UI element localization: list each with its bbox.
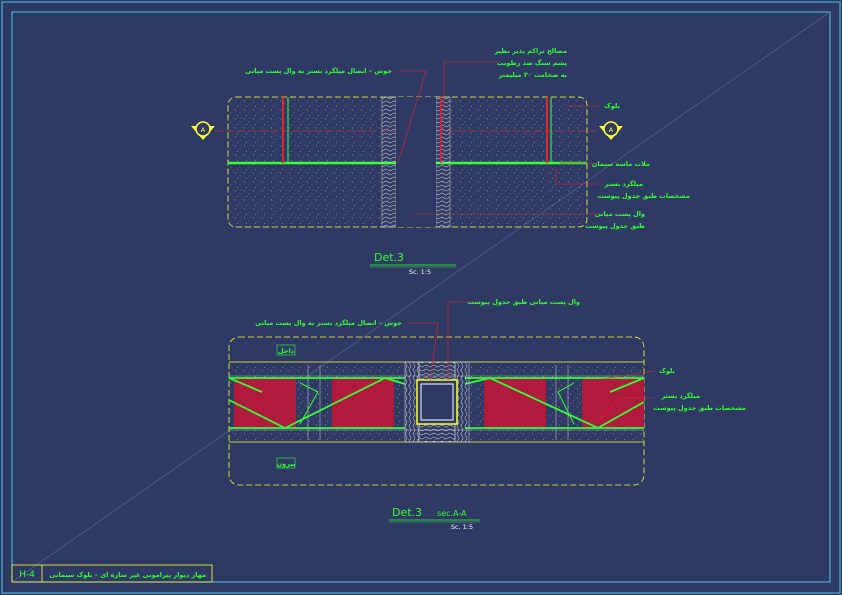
section-subtitle: sec.A-A	[437, 509, 467, 518]
detail-section: داخل بیرون وال پست میانی طبق جدول پیوست …	[228, 298, 746, 531]
outside-tag: بیرون	[277, 460, 296, 468]
label-section-wallpost: وال پست میانی طبق جدول پیوست	[468, 298, 581, 306]
title-block: H-4 مهار دیوار پیرامونی غیر سازه ای – بل…	[11, 564, 213, 583]
label-plan-rebar-1: میلگرد بستر	[603, 180, 643, 188]
section-tie-left	[299, 382, 319, 425]
plan-wool-left	[381, 96, 397, 228]
section-marker-right[interactable]: A	[599, 121, 623, 140]
label-plan-mortar: ملات ماسه سیمان	[592, 160, 650, 168]
section-marker-right-label: A	[609, 126, 614, 134]
leader-plan-joint	[397, 70, 427, 164]
section-truss-left	[228, 377, 406, 430]
section-truss-left-2	[228, 377, 263, 393]
inside-tag: داخل	[278, 347, 295, 355]
label-plan-sealant-2: پشم سنگ ضد رطوبت	[497, 59, 567, 67]
sheet-title: مهار دیوار پیرامونی غیر سازه ای – بلوک س…	[49, 571, 206, 579]
section-scale: Sc. 1:5	[451, 523, 473, 531]
label-plan-block: بلوک	[604, 102, 620, 110]
plan-scale: Sc. 1:5	[409, 268, 431, 276]
leader-section-rebar	[599, 397, 654, 421]
label-section-joint: جوش – اتصال میلگرد بستر به وال پست میانی	[255, 319, 402, 327]
leader-plan-sealant	[443, 61, 498, 110]
section-marker-left-label: A	[201, 126, 206, 134]
label-plan-joint: جوش – اتصال میلگرد بستر به وال پست میانی	[245, 67, 392, 75]
label-plan-rebar-2: مشخصات طبق جدول پیوست	[597, 192, 690, 200]
label-plan-wallpost-1: وال پست میانی	[594, 210, 645, 218]
section-block-1	[234, 378, 296, 428]
title-block-frame	[11, 564, 213, 583]
detail-plan: A A جوش – اتصال میلگرد بستر به وال پست م…	[191, 47, 690, 276]
section-wallpost-outer	[416, 379, 458, 425]
plan-title: Det.3	[374, 251, 404, 264]
label-plan-sealant-3: به ضخامت ۲۰ میلیمتر	[498, 71, 567, 79]
section-wool-bottom	[418, 421, 456, 443]
outside-tag-box	[276, 457, 296, 469]
leader-section-block	[603, 370, 655, 380]
label-section-rebar-2: مشخصات طبق جدول پیوست	[653, 404, 746, 412]
inner-frame	[11, 11, 831, 583]
plan-joint-gap	[396, 97, 436, 227]
section-block-3	[484, 378, 546, 428]
label-section-rebar-1: میلگرد بستر	[660, 392, 700, 400]
section-block-2	[332, 378, 394, 428]
plan-wool-right	[435, 96, 451, 228]
section-wallpost-inner	[420, 383, 454, 421]
section-marker-left[interactable]: A	[191, 121, 215, 140]
leader-section-joint	[408, 322, 439, 383]
section-truss-right-2	[609, 377, 645, 393]
inside-tag-box	[276, 344, 296, 356]
section-title: Det.3	[392, 506, 422, 519]
section-tie-right	[557, 382, 575, 425]
label-plan-wallpost-2: طبق جدول پیوست	[585, 222, 645, 230]
leader-section-wallpost	[447, 301, 478, 382]
sheet-code: H-4	[19, 570, 35, 580]
section-truss-right	[464, 377, 645, 430]
label-plan-sealant-1: مصالح تراکم پذیر نظیر	[493, 47, 567, 55]
sheet-diagonal	[11, 11, 831, 583]
leader-plan-rebar	[555, 168, 600, 185]
section-wool-top	[418, 361, 456, 383]
label-section-block: بلوک	[659, 367, 675, 375]
